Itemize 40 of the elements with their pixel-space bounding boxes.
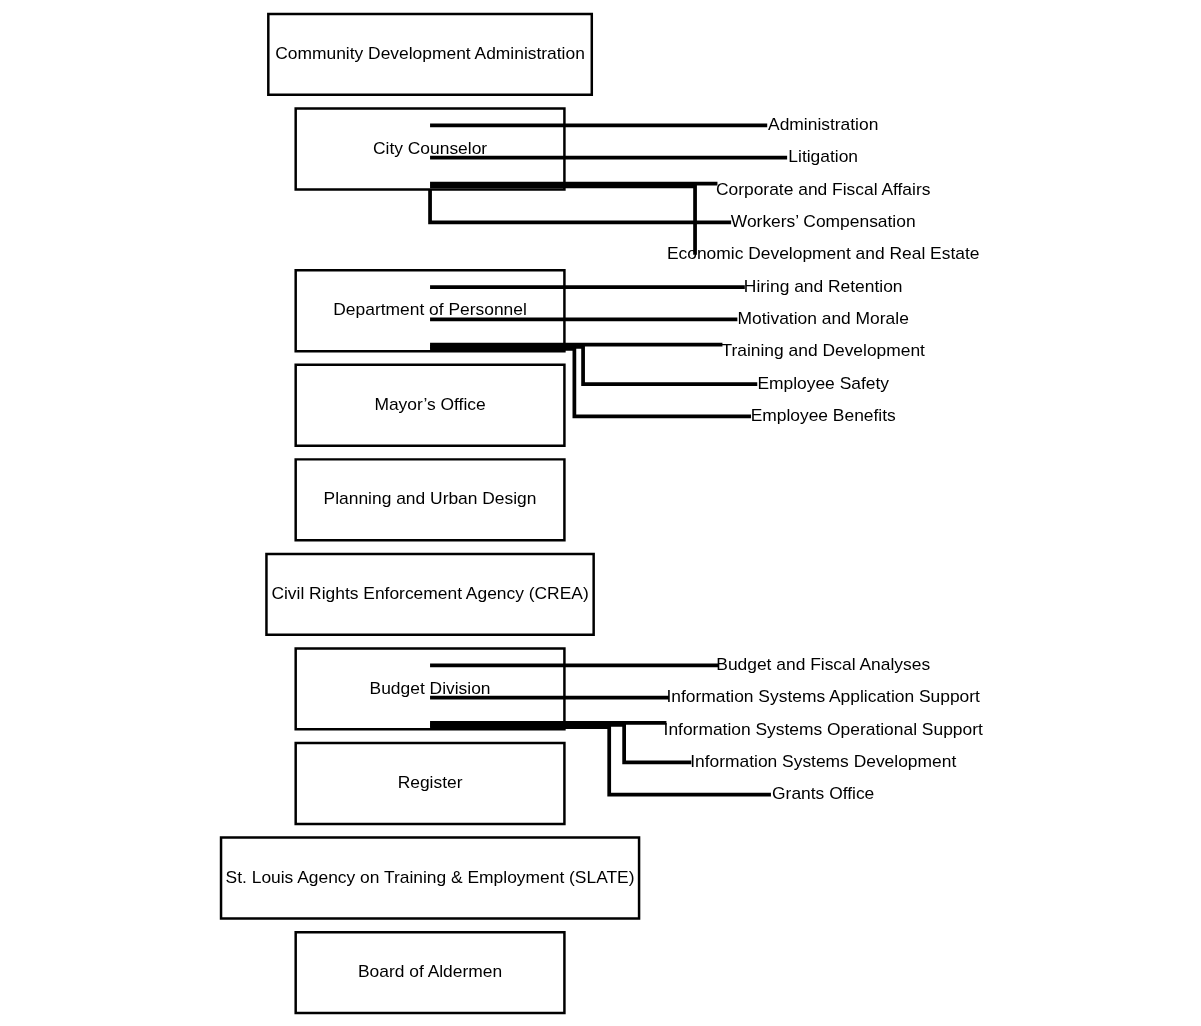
- node-box: Board of Aldermen: [294, 930, 566, 1014]
- connector: [430, 317, 738, 321]
- connector: [430, 284, 745, 289]
- node-text: Employee Safety: [757, 372, 889, 393]
- node-text: Motivation and Morale: [737, 307, 909, 328]
- connector: [430, 344, 758, 386]
- node-text: Economic Development and Real Estate: [666, 242, 980, 263]
- node-text: Information Systems Development: [690, 750, 957, 771]
- connector: [430, 122, 768, 127]
- node-text: Employee Benefits: [750, 404, 896, 425]
- node-text: Hiring and Retention: [743, 275, 903, 296]
- node-box: Planning and Urban Design: [294, 457, 566, 541]
- node-text: Training and Development: [721, 339, 925, 360]
- node-text: Information Systems Application Support: [666, 685, 980, 706]
- node-text: Litigation: [788, 145, 859, 166]
- node-box: Mayor’s Office: [294, 363, 566, 447]
- node-text: Administration: [768, 113, 879, 134]
- connector: [430, 722, 692, 764]
- connector: [430, 342, 723, 346]
- node-text: Grants Office: [772, 782, 875, 803]
- connector: [430, 181, 718, 185]
- connector: [430, 184, 697, 255]
- connector: [430, 720, 667, 725]
- connector: [430, 724, 771, 797]
- node-box: City Counselor: [294, 106, 566, 191]
- node-box: Community Development Administration: [267, 12, 594, 96]
- node-text: Workers’ Compensation: [730, 210, 916, 231]
- node-text: Budget and Fiscal Analyses: [716, 653, 931, 674]
- connector: [430, 346, 752, 418]
- connector: [430, 662, 719, 667]
- connector: [430, 155, 788, 160]
- node-text: Corporate and Fiscal Affairs: [715, 178, 931, 199]
- connector: [430, 695, 669, 699]
- node-box: Department of Personnel: [294, 268, 566, 352]
- connector: [428, 189, 732, 224]
- node-box: Budget Division: [294, 646, 566, 731]
- node-box: St. Louis Agency on Training & Employment (SLATE): [219, 835, 641, 920]
- node-box: Register: [294, 741, 566, 825]
- node-text: Information Systems Operational Support: [663, 718, 983, 739]
- node-box: Civil Rights Enforcement Agency (CREA): [265, 552, 595, 636]
